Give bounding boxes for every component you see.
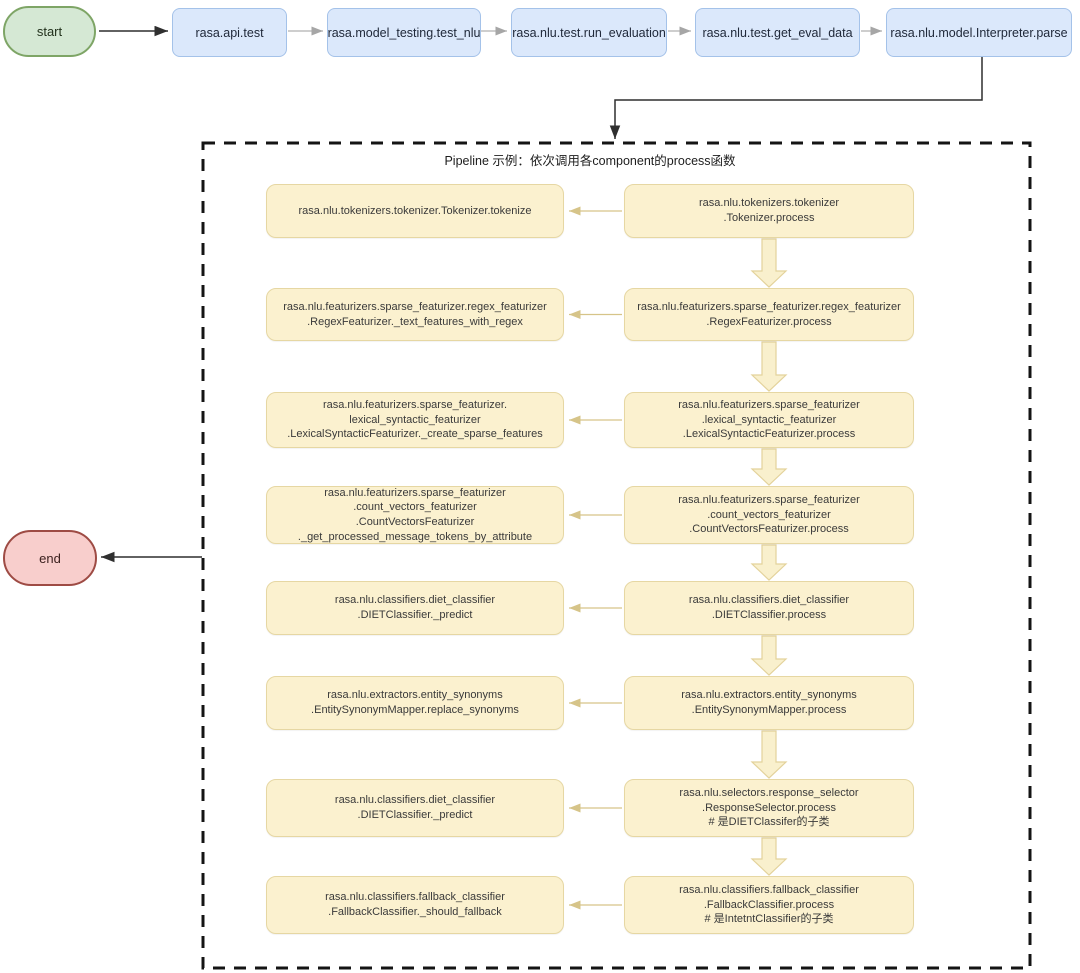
step-label: rasa.nlu.test.run_evaluation bbox=[512, 25, 666, 40]
box-label: rasa.nlu.selectors.response_selector .Re… bbox=[679, 787, 859, 829]
pipeline-process-box[interactable]: rasa.nlu.classifiers.fallback_classifier… bbox=[624, 876, 914, 934]
pipeline-call-box[interactable]: rasa.nlu.classifiers.diet_classifier .DI… bbox=[266, 581, 564, 635]
step-label: rasa.model_testing.test_nlu bbox=[327, 25, 481, 40]
pipeline-process-box[interactable]: rasa.nlu.selectors.response_selector .Re… bbox=[624, 779, 914, 837]
flow-step-get-eval-data[interactable]: rasa.nlu.test.get_eval_data bbox=[695, 8, 860, 57]
flow-step-run-evaluation[interactable]: rasa.nlu.test.run_evaluation bbox=[511, 8, 667, 57]
pipeline-process-box[interactable]: rasa.nlu.featurizers.sparse_featurizer.r… bbox=[624, 288, 914, 341]
pipeline-call-box[interactable]: rasa.nlu.classifiers.diet_classifier .DI… bbox=[266, 779, 564, 837]
step-label: rasa.nlu.model.Interpreter.parse bbox=[890, 25, 1068, 40]
pipeline-call-box[interactable]: rasa.nlu.featurizers.sparse_featurizer.r… bbox=[266, 288, 564, 341]
process-flow-down-arrow bbox=[750, 448, 788, 486]
end-label: end bbox=[39, 550, 61, 566]
pipeline-process-box[interactable]: rasa.nlu.classifiers.diet_classifier .DI… bbox=[624, 581, 914, 635]
step-label: rasa.nlu.test.get_eval_data bbox=[702, 25, 853, 40]
box-label: rasa.nlu.classifiers.fallback_classifier… bbox=[679, 884, 859, 926]
box-label: rasa.nlu.classifiers.fallback_classifier… bbox=[325, 891, 505, 918]
pipeline-container-border bbox=[201, 141, 1032, 970]
arrow-parse-to-pipeline bbox=[609, 57, 983, 139]
box-label: rasa.nlu.tokenizers.tokenizer .Tokenizer… bbox=[698, 197, 839, 224]
box-label: rasa.nlu.featurizers.sparse_featurizer.r… bbox=[283, 300, 547, 328]
process-flow-down-arrow bbox=[750, 837, 788, 876]
pipeline-process-box[interactable]: rasa.nlu.featurizers.sparse_featurizer .… bbox=[624, 486, 914, 544]
box-label: rasa.nlu.extractors.entity_synonyms .Ent… bbox=[311, 689, 519, 716]
process-flow-down-arrow bbox=[750, 341, 788, 392]
box-label: rasa.nlu.extractors.entity_synonyms .Ent… bbox=[681, 689, 857, 716]
process-flow-down-arrow bbox=[750, 730, 788, 779]
pipeline-process-box[interactable]: rasa.nlu.extractors.entity_synonyms .Ent… bbox=[624, 676, 914, 730]
process-flow-down-arrow bbox=[750, 544, 788, 581]
box-label: rasa.nlu.featurizers.sparse_featurizer .… bbox=[297, 486, 533, 543]
pipeline-process-box[interactable]: rasa.nlu.featurizers.sparse_featurizer .… bbox=[624, 392, 914, 448]
pipeline-call-box[interactable]: rasa.nlu.tokenizers.tokenizer.Tokenizer.… bbox=[266, 184, 564, 238]
pipeline-title: Pipeline 示例：依次调用各component的process函数 bbox=[444, 154, 736, 168]
pipeline-call-box[interactable]: rasa.nlu.featurizers.sparse_featurizer .… bbox=[266, 486, 564, 544]
pipeline-call-box[interactable]: rasa.nlu.classifiers.fallback_classifier… bbox=[266, 876, 564, 934]
process-flow-down-arrow bbox=[750, 238, 788, 288]
box-label: rasa.nlu.classifiers.diet_classifier .DI… bbox=[334, 794, 496, 821]
end-node[interactable]: end bbox=[3, 530, 97, 586]
box-label: rasa.nlu.featurizers.sparse_featurizer .… bbox=[678, 399, 860, 441]
box-label: rasa.nlu.featurizers.sparse_featurizer. … bbox=[287, 399, 543, 441]
box-label: rasa.nlu.classifiers.diet_classifier .DI… bbox=[688, 594, 850, 621]
box-label: rasa.nlu.featurizers.sparse_featurizer.r… bbox=[637, 300, 901, 328]
box-label: rasa.nlu.classifiers.diet_classifier .DI… bbox=[334, 594, 496, 621]
start-node[interactable]: start bbox=[3, 6, 96, 57]
pipeline-call-box[interactable]: rasa.nlu.featurizers.sparse_featurizer. … bbox=[266, 392, 564, 448]
start-label: start bbox=[36, 24, 63, 39]
process-flow-down-arrow bbox=[750, 635, 788, 676]
pipeline-call-box[interactable]: rasa.nlu.extractors.entity_synonyms .Ent… bbox=[266, 676, 564, 730]
box-label: rasa.nlu.featurizers.sparse_featurizer .… bbox=[678, 494, 860, 536]
flow-step-interpreter-parse[interactable]: rasa.nlu.model.Interpreter.parse bbox=[886, 8, 1072, 57]
pipeline-process-box[interactable]: rasa.nlu.tokenizers.tokenizer .Tokenizer… bbox=[624, 184, 914, 238]
box-label: rasa.nlu.tokenizers.tokenizer.Tokenizer.… bbox=[298, 204, 532, 217]
flow-step-rasa-api-test[interactable]: rasa.api.test bbox=[172, 8, 287, 57]
flow-step-model-testing-test-nlu[interactable]: rasa.model_testing.test_nlu bbox=[327, 8, 481, 57]
step-label: rasa.api.test bbox=[195, 25, 264, 40]
